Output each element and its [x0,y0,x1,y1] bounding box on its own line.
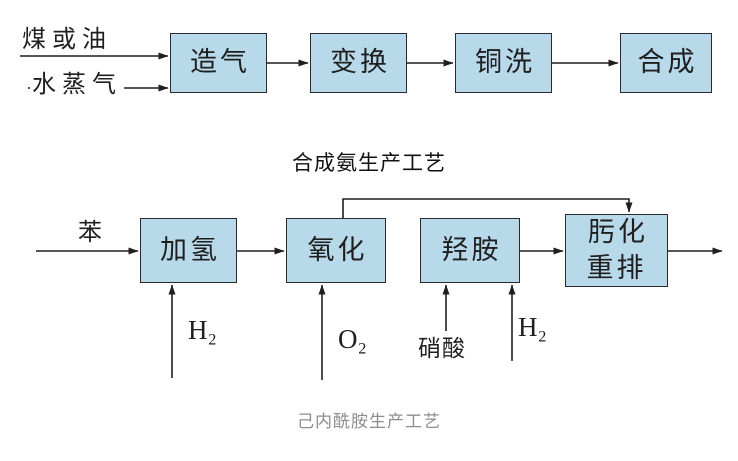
ammonia-process-title: 合成氨生产工艺 [292,152,446,175]
caprolactam-process-caption: 己内酰胺生产工艺 [297,412,441,431]
nitric-acid-input-label: 硝酸 [418,335,466,361]
h2-input-label-2: H₂ [518,312,547,342]
benzene-label: 苯 [78,219,102,246]
coal-or-oil-label: 煤或油 [22,26,112,53]
steam-label: 水蒸气 [30,71,124,99]
arrow-oxidation-to-oximation-bypass [342,198,633,218]
o2-input-label: O₂ [338,324,367,354]
oximation-rearrangement-box: 肟化 重排 [565,214,668,287]
hydroxylamine-box: 羟胺 [420,218,520,283]
synthesis-box: 合成 [620,33,712,93]
gasification-box: 造气 [170,33,267,93]
oxidation-box: 氧化 [286,218,386,283]
shift-conversion-box: 变换 [310,33,407,93]
copper-wash-box: 铜洗 [455,33,552,93]
h2-input-label-1: H₂ [188,315,217,345]
hydrogenation-box: 加氢 [140,218,237,283]
